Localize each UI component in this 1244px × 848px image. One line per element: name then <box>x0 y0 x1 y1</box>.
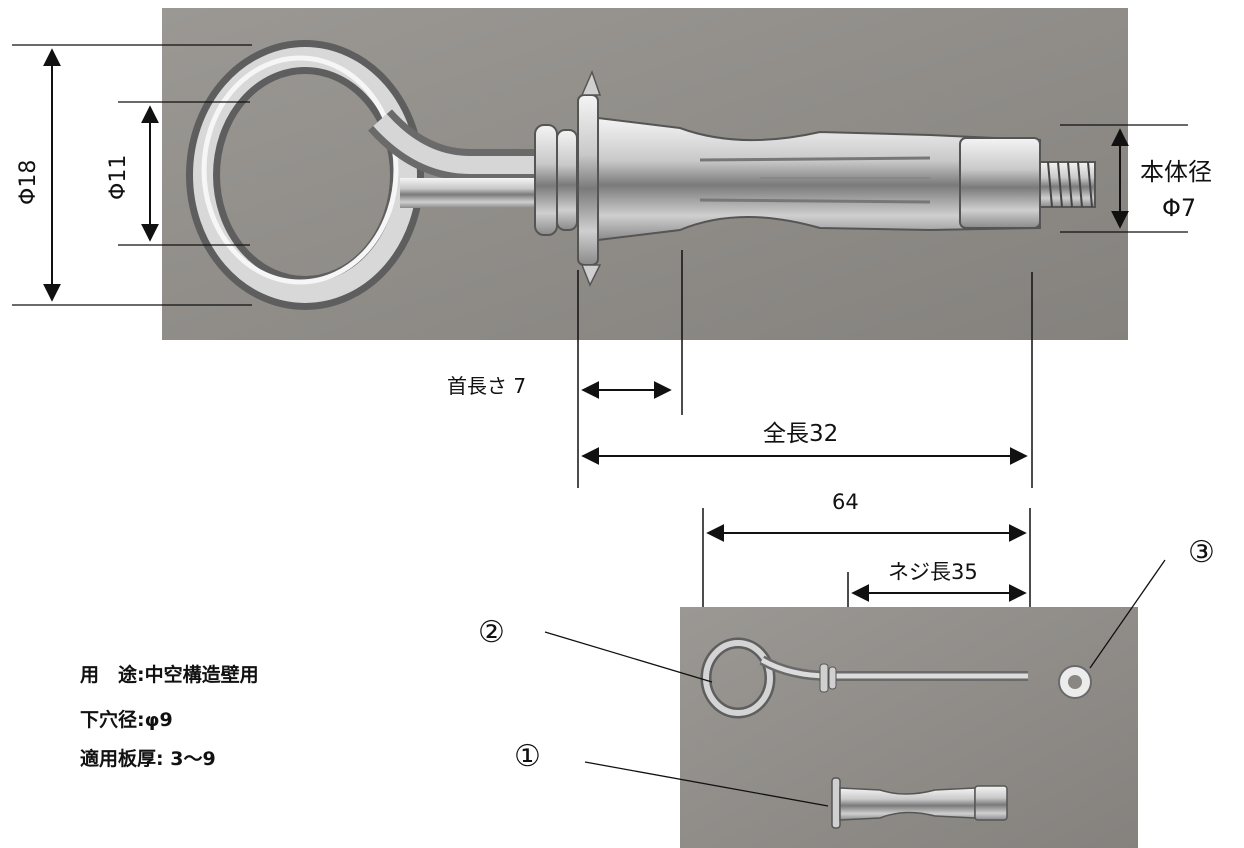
leader-lines <box>544 559 1166 807</box>
spec-usage-key: 用 途: <box>80 664 145 686</box>
neck-length-label: 首長さ 7 <box>447 374 527 398</box>
main-photo <box>162 8 1128 340</box>
spec-hole-key: 下穴径: <box>80 709 145 731</box>
bolt-length-label: 64 <box>832 490 859 514</box>
spec-hole: 下穴径:φ9 <box>80 705 173 732</box>
body-diameter-value: Φ7 <box>1162 194 1197 222</box>
ring-dimensions <box>12 44 252 306</box>
body-diameter-title: 本体径 <box>1140 158 1212 186</box>
anchor-flange <box>577 94 599 266</box>
washer <box>534 124 558 236</box>
ring-inner-diameter-label: Φ11 <box>106 154 131 200</box>
spec-hole-value: φ9 <box>144 709 173 731</box>
spec-usage-value: 中空構造壁用 <box>144 664 259 686</box>
part2-marker: ② <box>478 615 505 650</box>
part1-anchor-sleeve <box>831 777 841 829</box>
parts-photo <box>680 607 1138 848</box>
spec-usage: 用 途:中空構造壁用 <box>80 660 259 687</box>
spec-thickness-key: 適用板厚: <box>80 748 164 770</box>
spec-thickness-value: 3〜9 <box>163 748 216 770</box>
spec-thickness: 適用板厚: 3〜9 <box>80 744 216 771</box>
total-length-label: 全長32 <box>763 421 839 447</box>
ring-outer-diameter-label: Φ18 <box>16 159 41 205</box>
thread-length-label: ネジ長35 <box>888 560 978 584</box>
length-extension-lines <box>577 250 1033 488</box>
part1-marker: ① <box>514 739 541 774</box>
anchor-nut <box>959 137 1041 229</box>
bolt-shank <box>400 178 560 208</box>
body-diameter-dimension <box>1060 124 1188 233</box>
part3-marker: ③ <box>1188 535 1215 570</box>
